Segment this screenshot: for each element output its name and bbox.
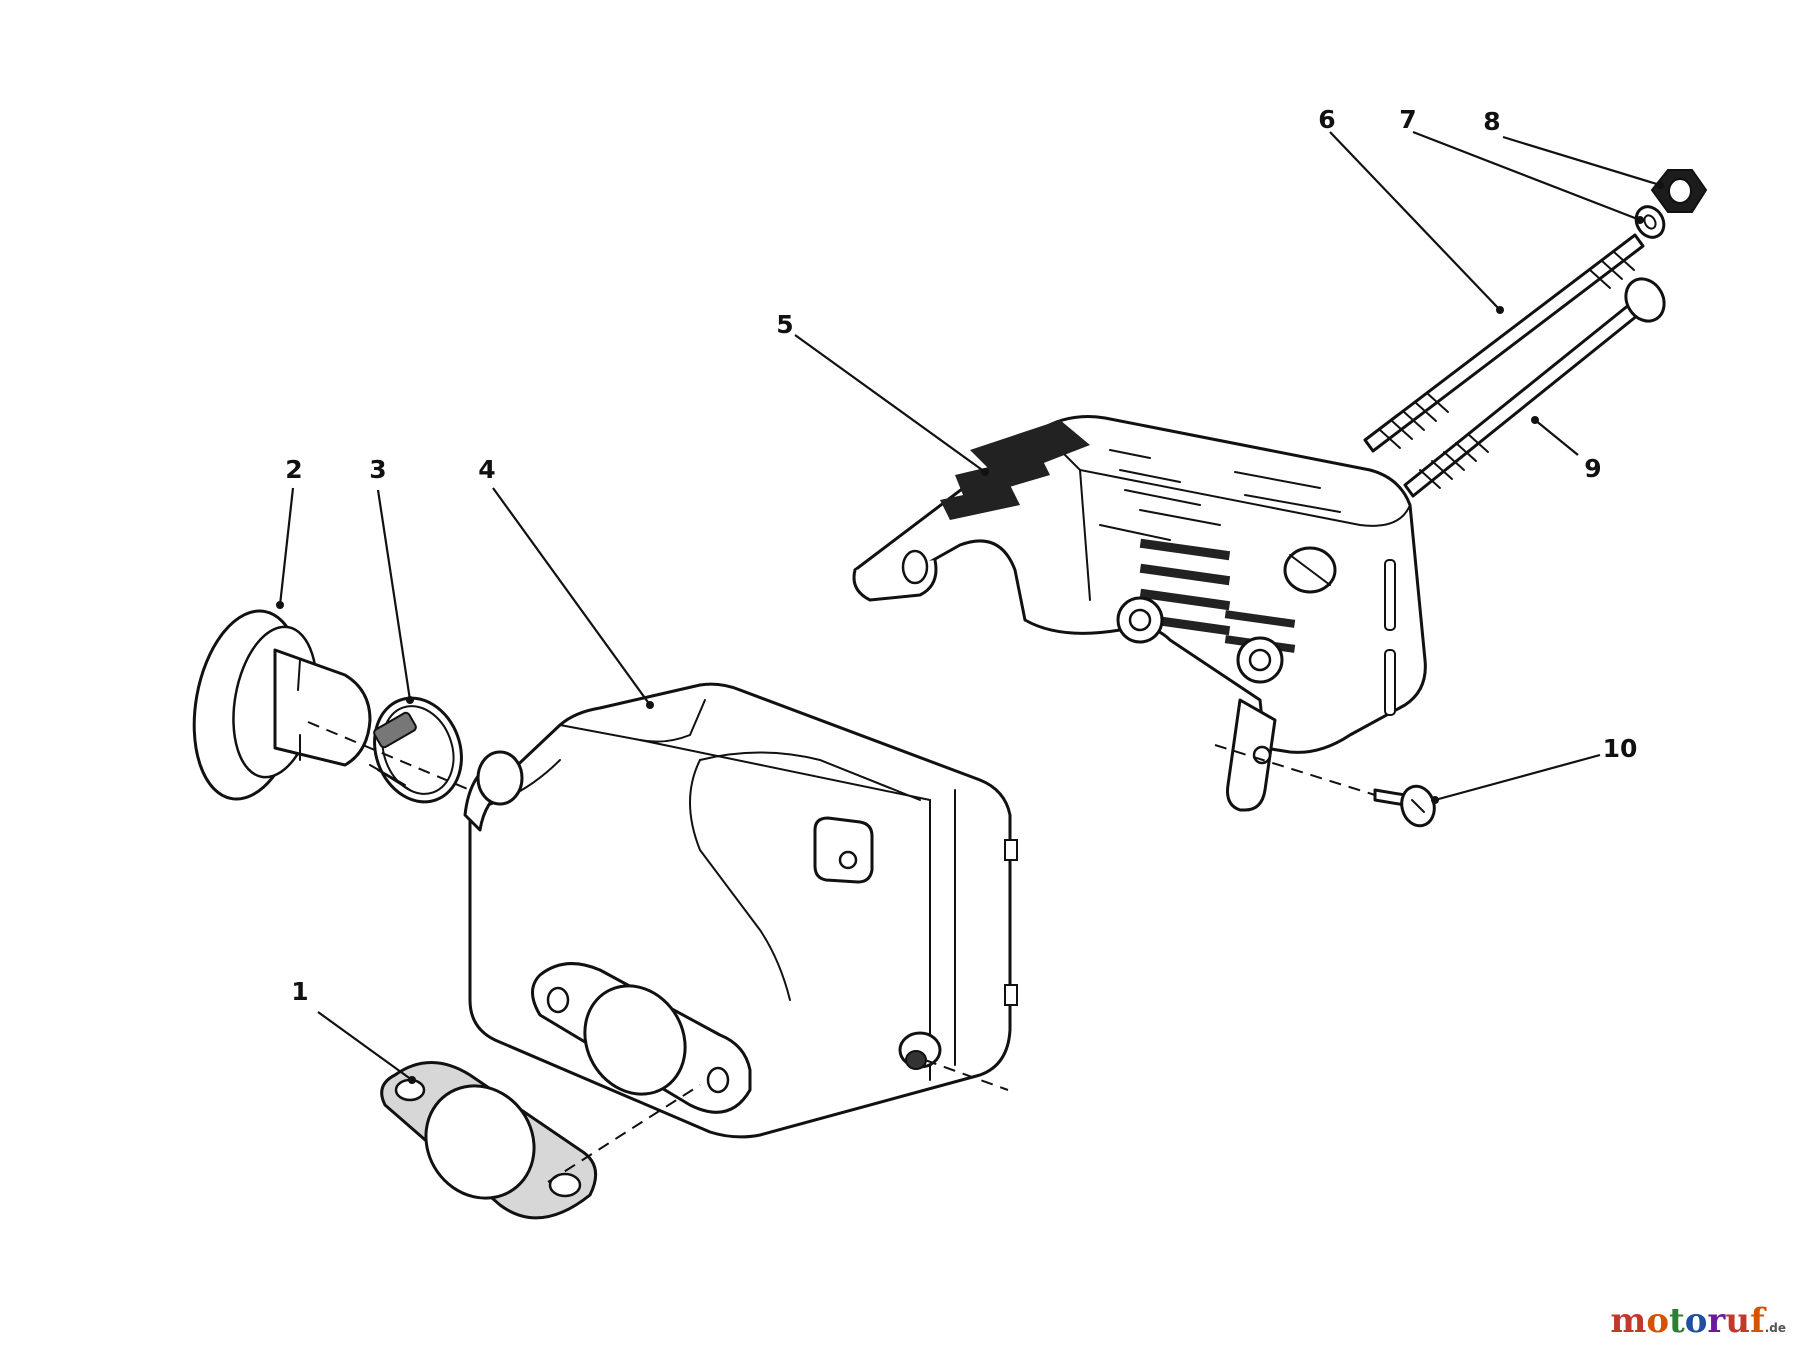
callout-4: 4 — [478, 455, 495, 484]
assembly-lines — [307, 721, 1376, 1183]
lock-washer-part — [1634, 205, 1666, 239]
callout-1: 1 — [291, 977, 308, 1006]
screw-part — [1373, 784, 1436, 828]
muffler-body-part — [463, 682, 1018, 1139]
callout-6: 6 — [1318, 105, 1335, 134]
callout-9: 9 — [1584, 454, 1601, 483]
gasket-part — [380, 1061, 598, 1220]
callout-7: 7 — [1399, 105, 1416, 134]
callout-2: 2 — [285, 455, 302, 484]
bolt-part — [1403, 277, 1666, 498]
clamp-part — [369, 696, 463, 804]
deflector-part — [192, 609, 372, 801]
leader-lines — [276, 130, 1664, 1084]
watermark-logo: motoruf.de — [1610, 1301, 1786, 1341]
watermark-suffix: .de — [1764, 1321, 1786, 1335]
callout-3: 3 — [369, 455, 386, 484]
watermark-text: motoruf — [1610, 1301, 1765, 1341]
nut-part — [1650, 169, 1708, 213]
stud-part — [1363, 233, 1645, 453]
callout-10: 10 — [1603, 734, 1638, 763]
callout-labels: 1 2 3 4 5 6 7 8 9 10 — [285, 105, 1637, 1006]
callout-5: 5 — [776, 310, 793, 339]
callout-8: 8 — [1483, 107, 1500, 136]
heat-shield-part — [852, 415, 1427, 812]
